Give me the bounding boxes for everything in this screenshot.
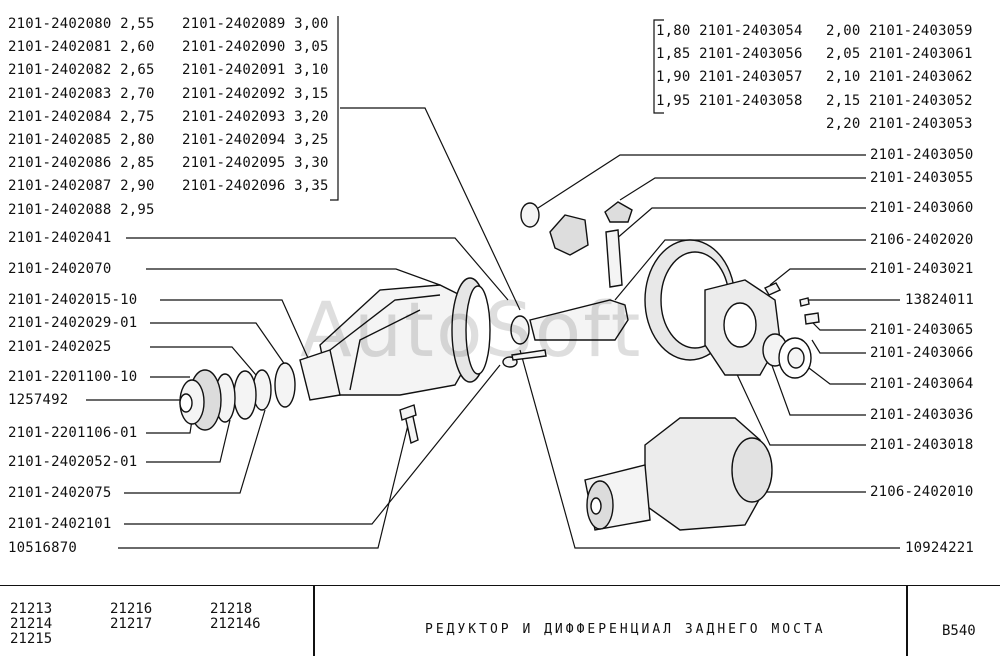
side-gear	[549, 214, 589, 256]
callout-right-10: 2101-2403036	[870, 407, 974, 423]
shim-table-b-row: 2,20 2101-2403053	[826, 115, 973, 132]
callout-left-8: 2101-2201106-01	[8, 425, 138, 441]
size-table-mid-row: 2101-2402089 3,00	[182, 16, 329, 32]
callout-left-9: 2101-2402052-01	[8, 454, 138, 470]
size-table-left-row: 2101-2402085 2,80	[8, 132, 155, 148]
shim-table-bracket	[653, 19, 664, 114]
thrust-washer	[520, 202, 540, 228]
shim-table-a-row: 1,85 2101-2403056	[656, 46, 803, 63]
model-list-1: 21213 21214 21215	[10, 601, 53, 647]
leader-2201106	[146, 419, 193, 434]
drive-pinion	[529, 299, 629, 341]
leader-2403036	[769, 359, 866, 416]
size-table-mid-row: 2101-2402093 3,20	[182, 108, 329, 125]
callout-right-9: 2101-2403064	[870, 376, 974, 392]
size-table-left-row: 2101-2402082 2,65	[8, 62, 155, 79]
callout-right-12: 2106-2402010	[870, 484, 974, 500]
shim-table-b-row: 2,10 2101-2403062	[826, 69, 973, 86]
cap-bolt	[764, 282, 781, 296]
leader-2402096	[340, 107, 521, 311]
leader-10924221	[519, 349, 900, 549]
callout-left-6: 2101-2201100-10	[8, 369, 138, 385]
leader-2402020	[614, 239, 866, 301]
satellite-gear	[604, 201, 633, 223]
size-table-left-row: 2101-2402086 2,85	[8, 155, 155, 172]
callout-left-4: 2101-2402029-01	[8, 315, 138, 331]
leader-2403055	[619, 177, 866, 201]
callout-left-12: 10516870	[8, 540, 78, 556]
leader-2403064	[804, 364, 866, 385]
size-table-left-row: 2101-2402080 2,55	[8, 16, 155, 32]
shim-table-a-row: 1,90 2101-2403057	[656, 69, 803, 86]
size-table-left-row: 2101-2402088 2,95	[8, 201, 155, 218]
callout-left-10: 2101-2402075	[8, 485, 112, 501]
drawing-code: B540	[942, 623, 976, 639]
watermark: AutoSoft	[300, 285, 643, 374]
leader-2402025	[150, 346, 263, 383]
callout-right-5: 2101-2403021	[870, 261, 974, 277]
size-table-mid-row: 2101-2402095 3,30	[182, 155, 329, 172]
bearing-rear	[274, 362, 296, 408]
leader-2402075	[124, 409, 266, 494]
leader-10516870	[118, 424, 409, 549]
shim-table-b-row: 2,05 2101-2403061	[826, 46, 973, 63]
flange-nut	[179, 393, 193, 413]
satellite-axle	[605, 229, 623, 288]
callout-right-4: 2106-2402020	[870, 232, 974, 248]
callout-left-7: 1257492	[8, 392, 69, 408]
oil-seal	[233, 370, 257, 420]
shim-table-b-row: 2,15 2101-2403052	[826, 92, 973, 109]
leader-2403018	[734, 369, 866, 446]
callout-right-8: 2101-2403066	[870, 345, 974, 361]
callout-right-1: 2101-2403050	[870, 147, 974, 163]
callout-left-5: 2101-2402025	[8, 339, 112, 355]
size-table-mid-row: 2101-2402096 3,35	[182, 178, 329, 195]
callout-right-7: 2101-2403065	[870, 322, 974, 338]
leader-2403021	[769, 268, 866, 286]
leader-2402015	[160, 299, 309, 359]
exploded-diagram	[86, 16, 900, 549]
callout-left-11: 2101-2402101	[8, 516, 112, 532]
shim-table-a-row: 1,80 2101-2403054	[656, 23, 803, 39]
leader-2403066	[811, 339, 866, 354]
leader-2403050	[537, 154, 866, 209]
callout-left-2: 2101-2402070	[8, 261, 112, 277]
size-table-left-row: 2101-2402081 2,60	[8, 39, 155, 56]
callout-right-11: 2101-2403018	[870, 437, 974, 453]
lock-plate	[804, 312, 820, 325]
leader-2403060	[614, 207, 866, 241]
size-table-mid-row: 2101-2402094 3,25	[182, 132, 329, 148]
leader-2402052	[146, 419, 231, 463]
shim-table-a-row: 1,95 2101-2403058	[656, 92, 803, 109]
title-block: 21213 21214 21215 21216 21217 21218 2121…	[0, 585, 1000, 656]
model-list-3: 21218 212146	[210, 601, 261, 632]
callout-right-13: 10924221	[905, 540, 975, 556]
lock-bolt	[799, 297, 810, 307]
pinion-bearing	[510, 315, 530, 345]
shim-table-b-row: 2,00 2101-2403059	[826, 23, 973, 39]
leader-2402101	[124, 364, 501, 525]
drawing-title: РЕДУКТОР И ДИФФЕРЕНЦИАЛ ЗАДНЕГО МОСТА	[425, 622, 826, 637]
size-table-bracket	[330, 16, 339, 201]
callout-right-6: 13824011	[905, 292, 975, 308]
size-table-mid-row: 2101-2402092 3,15	[182, 85, 329, 102]
callout-right-3: 2101-2403060	[870, 200, 974, 216]
size-table-left-row: 2101-2402084 2,75	[8, 108, 155, 125]
model-list-2: 21216 21217	[110, 601, 153, 632]
size-table-mid-row: 2101-2402091 3,10	[182, 62, 329, 79]
callout-right-2: 2101-2403055	[870, 170, 974, 186]
callout-left-1: 2101-2402041	[8, 230, 112, 246]
size-table-left-row: 2101-2402087 2,90	[8, 178, 155, 195]
leader-2402041	[126, 237, 509, 301]
leader-2402029	[150, 322, 291, 373]
size-table-left-row: 2101-2402083 2,70	[8, 85, 155, 102]
leader-2402070	[146, 268, 441, 286]
callout-left-3: 2101-2402015-10	[8, 292, 138, 308]
size-table-mid-row: 2101-2402090 3,05	[182, 39, 329, 56]
